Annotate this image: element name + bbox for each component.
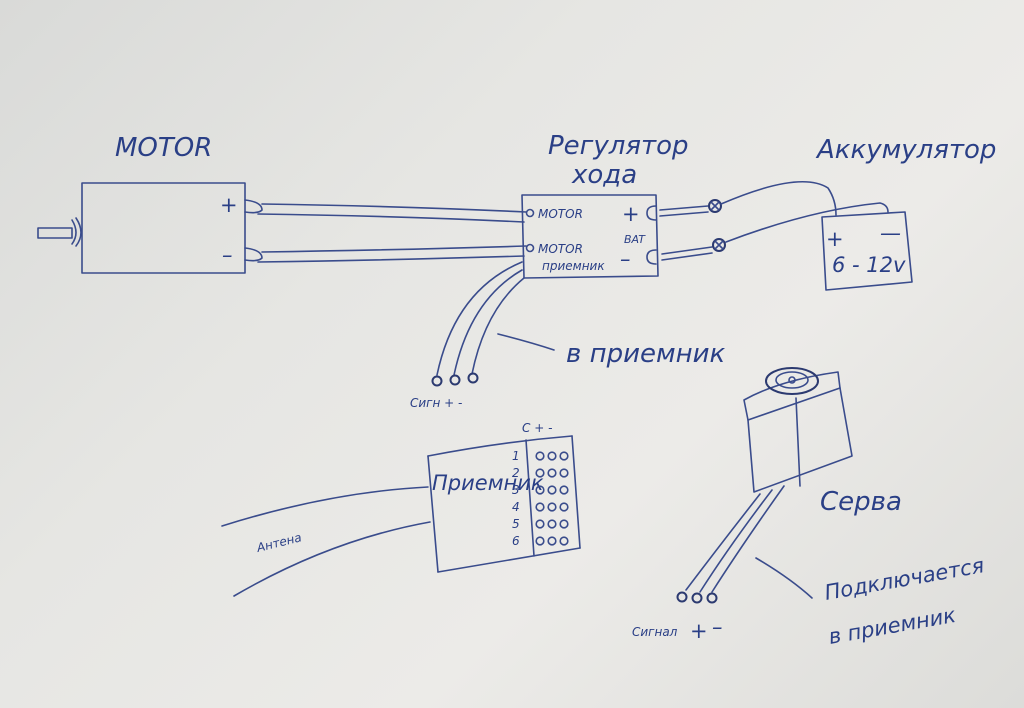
motor-minus-label: – — [222, 243, 233, 267]
battery-plus-connector — [708, 199, 722, 213]
receiver-pin — [559, 519, 569, 529]
servo-horn — [765, 367, 819, 395]
esc-minus-label: – — [620, 247, 631, 271]
receiver-channel-label: 4 — [512, 500, 520, 514]
esc-motor-bottom-label: MOTOR — [538, 242, 583, 256]
receiver-pin — [535, 451, 545, 461]
speed-controller: Регулятор хода MOTOR MOTOR приемник + BA… — [521, 131, 689, 279]
battery-title: Аккумулятор — [815, 135, 996, 165]
receiver-channel-label: 2 — [512, 466, 520, 480]
esc-receiver-lead: в приемник Сигн + - — [410, 261, 725, 410]
motor-title: MOTOR — [115, 133, 212, 163]
servo-note-line1: Подключается — [823, 553, 986, 605]
receiver-pin — [547, 485, 557, 495]
receiver-pin — [547, 536, 557, 546]
esc-plus-label: + — [622, 202, 640, 226]
esc-to-receiver-note: в приемник — [566, 339, 725, 369]
servo-title: Серва — [820, 487, 902, 517]
receiver-pin — [535, 468, 545, 478]
antenna-label: Антена — [254, 530, 303, 555]
receiver-channels: 1 2 3 4 5 6 — [512, 449, 569, 548]
receiver-pin — [535, 502, 545, 512]
receiver-channel-label: 5 — [512, 517, 520, 531]
receiver-title: Приемник — [432, 471, 544, 495]
battery-minus-label: — — [880, 221, 901, 245]
esc-bat-label: BAT — [624, 233, 646, 246]
esc-motor-top-label: MOTOR — [538, 207, 583, 221]
receiver: Приемник С + - 1 2 3 4 5 6 Антена — [221, 421, 581, 597]
receiver-channel-label: 1 — [512, 449, 520, 463]
receiver-pin — [547, 519, 557, 529]
servo-note-line2: в приемник — [827, 603, 958, 649]
esc-title-line1: Регулятор — [548, 131, 689, 161]
battery: Аккумулятор + — 6 - 12v — [815, 135, 996, 291]
battery-wires — [659, 180, 889, 261]
receiver-pin — [559, 451, 569, 461]
receiver-pin — [547, 502, 557, 512]
receiver-pin — [547, 468, 557, 478]
servo-pin-plus: + — [690, 619, 708, 643]
motor: MOTOR + – — [37, 133, 263, 274]
receiver-pin — [535, 519, 545, 529]
servo-pin-minus: – — [712, 615, 723, 639]
receiver-pin — [559, 485, 569, 495]
receiver-pin — [547, 451, 557, 461]
battery-minus-connector — [712, 238, 726, 252]
servo: Серва Сигнал + – Подключается в приемник — [632, 367, 986, 649]
receiver-pin — [535, 485, 545, 495]
receiver-pin — [535, 536, 545, 546]
battery-voltage: 6 - 12v — [832, 253, 906, 277]
esc-title-line2: хода — [571, 160, 637, 190]
esc-receiver-label: приемник — [542, 259, 605, 273]
motor-shaft — [37, 217, 82, 247]
receiver-pin-header: С + - — [522, 421, 552, 435]
servo-pin-signal: Сигнал — [632, 625, 678, 639]
receiver-channel-label: 3 — [512, 483, 520, 497]
receiver-pin — [559, 502, 569, 512]
battery-plus-label: + — [826, 227, 844, 251]
receiver-channel-label: 6 — [512, 534, 520, 548]
receiver-pin — [559, 468, 569, 478]
receiver-pin — [559, 536, 569, 546]
motor-wires — [257, 203, 527, 263]
esc-lead-pins: Сигн + - — [410, 396, 462, 410]
motor-plus-label: + — [220, 193, 238, 217]
